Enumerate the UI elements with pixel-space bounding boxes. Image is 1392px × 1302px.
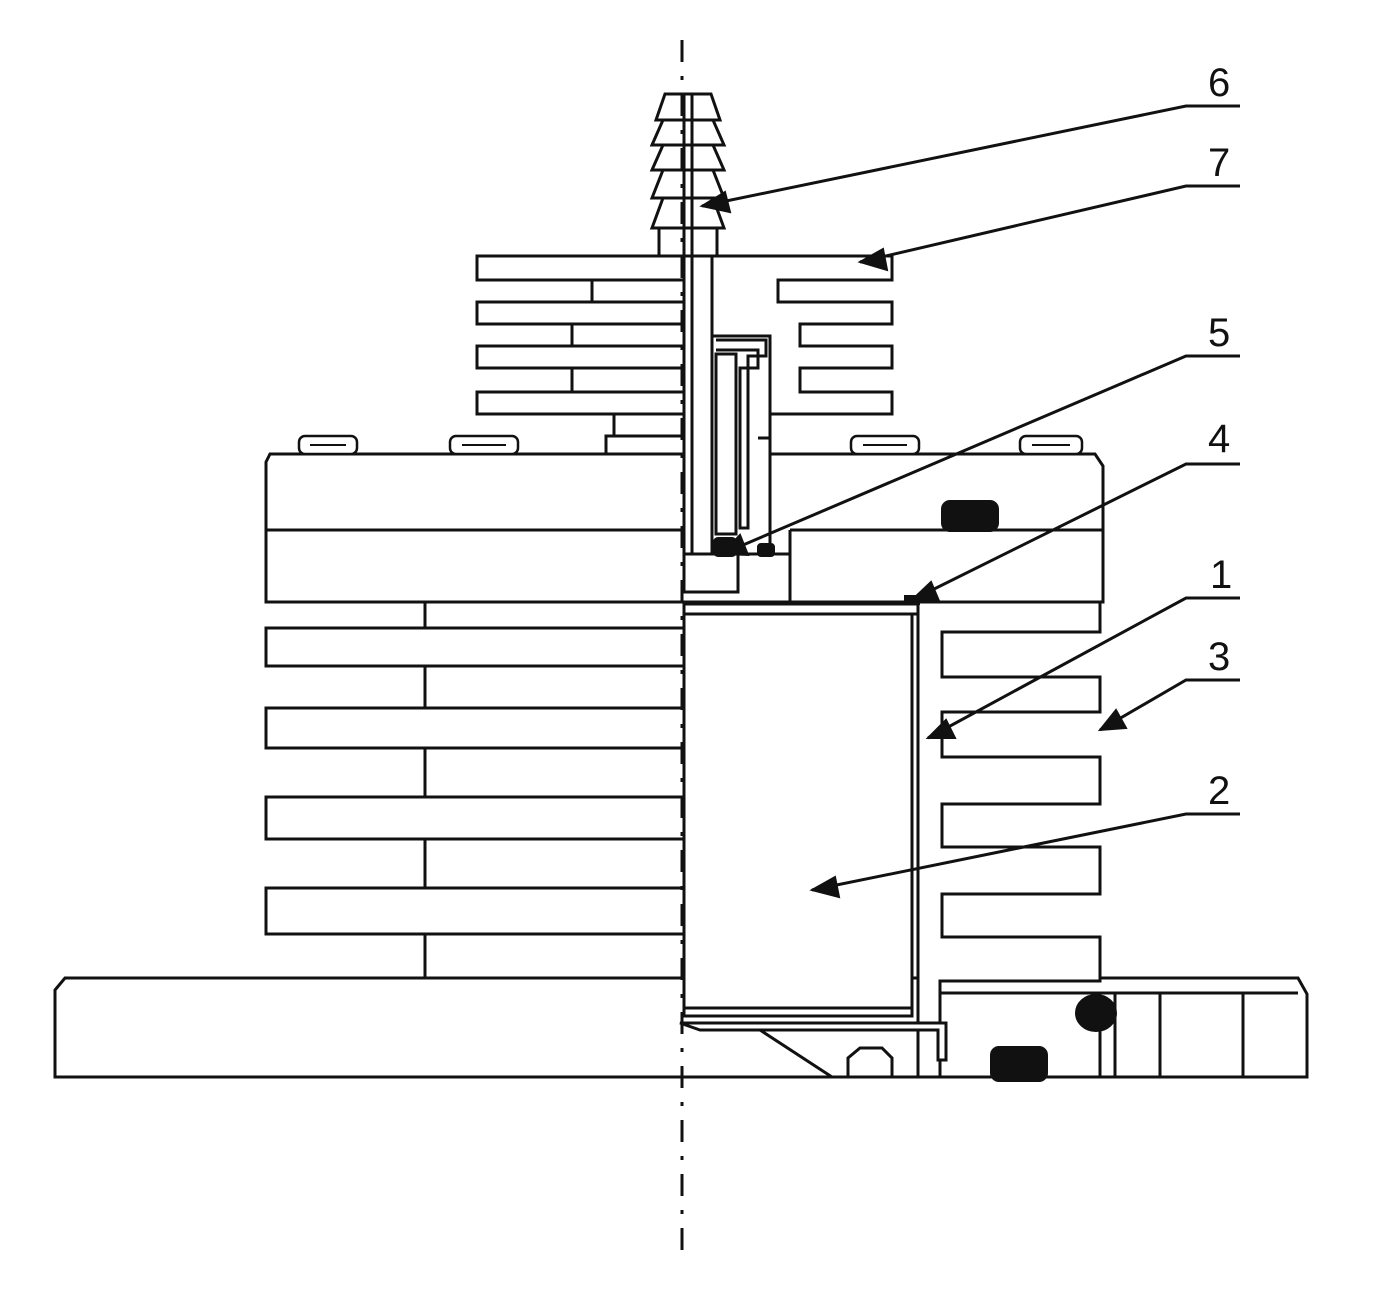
lower-heatsink-left xyxy=(264,600,686,980)
callout-7: 7 xyxy=(1208,141,1230,185)
callout-5: 5 xyxy=(1208,311,1230,355)
callout-4: 4 xyxy=(1208,417,1230,461)
callout-2: 2 xyxy=(1208,769,1230,813)
leaders xyxy=(699,104,1240,899)
callout-6: 6 xyxy=(1208,61,1230,105)
hose-nozzle xyxy=(649,92,727,258)
element-2 xyxy=(682,595,920,1018)
callout-3: 3 xyxy=(1208,635,1230,679)
lower-heatsink-right xyxy=(916,600,1102,1079)
central-channel xyxy=(682,254,790,594)
bottom-clamp xyxy=(679,994,1307,1082)
callout-1: 1 xyxy=(1210,553,1232,597)
